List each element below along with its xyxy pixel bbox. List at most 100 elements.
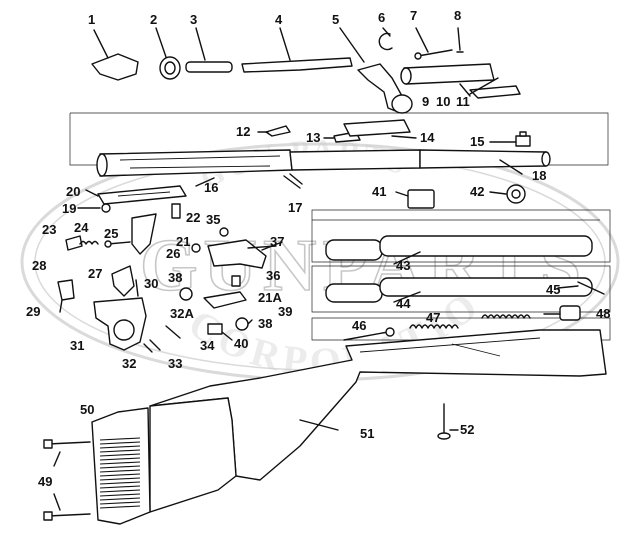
part-13-14-springs [333,119,417,143]
part-25-pin [104,240,131,248]
label-30: 30 [144,276,158,291]
part-35-nut [219,227,229,237]
part-38-washer [179,287,249,331]
label-26: 26 [166,246,180,261]
label-38-b: 38 [258,316,272,331]
part-18-barrel [419,149,551,175]
label-48: 48 [596,306,610,321]
part-42-ring [506,184,526,204]
label-18: 18 [532,168,546,183]
callout-labels: 1 2 3 4 5 6 7 8 9 10 11 12 13 14 15 16 1… [26,8,610,489]
part-1-bolt-handle [91,29,139,81]
guide-frames [69,112,611,341]
part-23-24-springs [65,235,99,251]
label-14: 14 [420,130,435,145]
label-4: 4 [275,12,283,27]
part-47-spring [409,314,531,329]
label-19: 19 [62,201,76,216]
butt-plate-ridge [99,489,141,493]
butt-plate-ridge [99,465,141,469]
part-30-pin [135,279,139,297]
label-52: 52 [460,422,474,437]
leader-lines [77,131,579,431]
label-15: 15 [470,134,484,149]
label-50: 50 [80,402,94,417]
part-16-receiver [96,149,421,177]
part-12-clip [265,125,291,137]
butt-plate-ridge [99,437,141,441]
part-44-inner-tube [325,277,593,303]
butt-plate-ridge [99,473,141,477]
label-31: 31 [70,338,84,353]
part-8-screw [456,27,464,53]
butt-plate-ridges [99,437,141,509]
part-21A-spring [231,275,241,287]
label-5: 5 [332,12,339,27]
part-49-screws [43,439,91,521]
part-43-magazine-tube [325,235,593,261]
label-24: 24 [74,220,89,235]
label-21A: 21A [258,290,282,305]
label-8: 8 [454,8,461,23]
label-6: 6 [378,10,385,25]
part-4-slide-bar [241,27,353,73]
label-7: 7 [410,8,417,23]
label-16: 16 [204,180,218,195]
label-46: 46 [352,318,366,333]
label-41: 41 [372,184,386,199]
butt-plate-ridge [99,501,141,505]
part-27-trigger [111,265,135,297]
label-2: 2 [150,12,157,27]
label-9: 9 [422,94,429,109]
butt-plate-ridge [99,493,141,497]
part-20-trigger-plate [97,185,187,205]
butt-plate-ridge [99,461,141,465]
butt-plate-ridge [99,497,141,501]
label-22: 22 [186,210,200,225]
part-32-33-34-pins [143,325,181,353]
label-32: 32 [122,356,136,371]
label-35: 35 [206,212,220,227]
part-48-endcap [543,305,581,321]
label-21: 21 [176,234,190,249]
part-51-stock [149,329,607,513]
label-51: 51 [360,426,374,441]
label-43: 43 [396,258,410,273]
part-7-pin [414,27,453,60]
label-44: 44 [396,296,411,311]
label-25: 25 [104,226,118,241]
butt-plate-ridge [99,505,141,509]
part-40-block [207,323,223,335]
part-26-sear [131,213,157,255]
label-23: 23 [42,222,56,237]
part-41-block [407,189,435,209]
label-1: 1 [88,12,95,27]
label-45: 45 [546,282,560,297]
part-22-pin [171,203,181,219]
label-32A: 32A [170,306,194,321]
butt-plate-ridge [99,477,141,481]
part-19-screw [101,203,111,213]
label-10: 10 [436,94,450,109]
part-17-link [283,173,303,189]
part-5-lever [339,27,413,114]
label-40: 40 [234,336,248,351]
butt-plate-ridge [99,469,141,473]
label-13: 13 [306,130,320,145]
label-17: 17 [288,200,302,215]
label-11: 11 [456,94,470,109]
part-3-cylinder [185,27,233,73]
part-31-trigger-guard [93,297,147,351]
label-27: 27 [88,266,102,281]
part-9-bolt-tube [400,63,521,99]
label-38-a: 38 [168,270,182,285]
part-52-swivel [437,403,451,440]
part-46-follower [343,327,395,341]
part-50-butt-plate [91,407,151,525]
butt-plate-ridge [99,481,141,485]
part-6-clip [378,27,393,51]
label-39: 39 [278,304,292,319]
butt-plate-ridge [99,457,141,461]
